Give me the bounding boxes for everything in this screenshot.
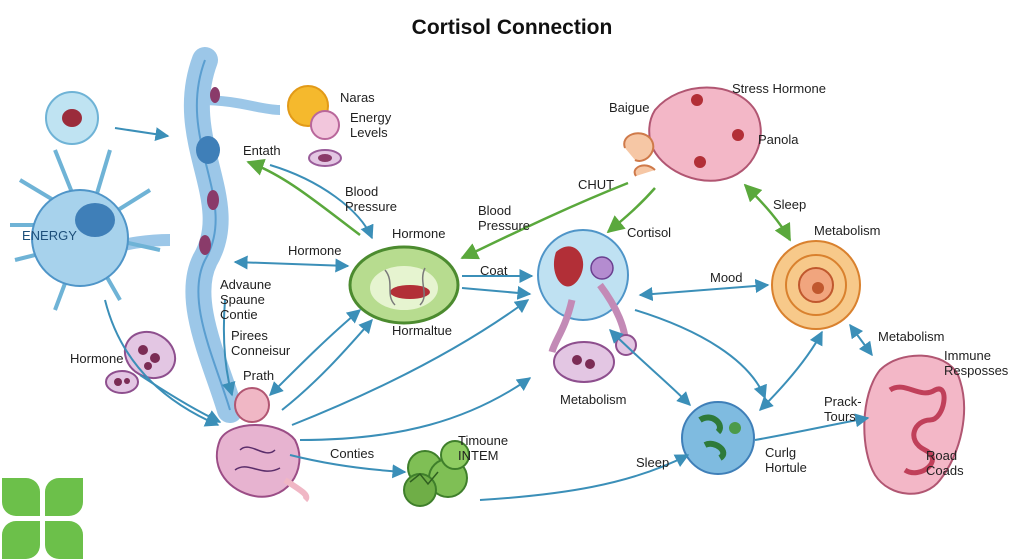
label-stress-hormone: Stress Hormone (732, 81, 826, 96)
label-blood-pressure-top: Blood Pressure (345, 184, 398, 214)
label-blood-pressure-mid: Blood Pressure (478, 203, 531, 233)
stress-hormone-organ-illustration (623, 86, 762, 182)
sleep-cell-illustration (681, 401, 755, 475)
label-prath: Prath (243, 368, 275, 383)
energy-neuron-cell-illustration (10, 149, 161, 311)
label-sleep-lower: Sleep (636, 455, 670, 470)
green-cell-cluster-illustration (403, 440, 470, 507)
label-timoune-intem: Timoune INTEM (458, 433, 509, 463)
label-conties: Conties (330, 446, 375, 461)
connection-arrows (104, 127, 873, 501)
small-immune-cell-illustration (45, 91, 99, 145)
label-entath: Entath (243, 143, 281, 158)
immune-gut-organ-illustration (863, 354, 966, 495)
label-immune-responses: Immune Resposses (944, 348, 1009, 378)
adrenal-gland-illustration (215, 387, 310, 503)
label-naras: Naras (340, 90, 375, 105)
label-metabolism-far-right: Metabolism (878, 329, 945, 344)
label-metabolism-center: Metabolism (560, 392, 627, 407)
label-advaune: Advaune Spaune Contie (220, 277, 272, 322)
label-hormone-far-left: Hormone (70, 351, 124, 366)
blood-vessel-illustration (94, 47, 281, 423)
label-coat: Coat (480, 263, 508, 278)
energy-molecule-illustration (287, 85, 342, 167)
label-hormaltue: Hormaltue (392, 323, 452, 338)
label-energy: ENERGY (22, 228, 77, 243)
label-baigue: Baigue (609, 100, 650, 115)
label-metabolism-right: Metabolism (814, 223, 881, 238)
label-energy-levels: Energy Levels (350, 110, 392, 140)
diagram-title: Cortisol Connection (411, 16, 613, 39)
label-curlg-hortule: Curlg Hortule (765, 445, 807, 475)
label-hormone-left: Hormone (288, 243, 342, 258)
label-cortisol: Cortisol (627, 225, 672, 240)
label-road-coads: Road Coads (926, 448, 964, 478)
label-prack-tours: Prack- Tours (824, 394, 862, 424)
metabolism-cell-illustration (771, 240, 861, 330)
label-mood: Mood (710, 270, 743, 285)
label-hormone-center: Hormone (392, 226, 446, 241)
label-panola: Panola (758, 132, 799, 147)
label-pirees: Pirees Conneisur (231, 328, 291, 358)
cortisol-cell-illustration (537, 229, 637, 383)
label-sleep-upper: Sleep (773, 197, 807, 212)
green-hormone-organelle-illustration (348, 245, 460, 325)
label-chut: CHUT (578, 177, 615, 192)
